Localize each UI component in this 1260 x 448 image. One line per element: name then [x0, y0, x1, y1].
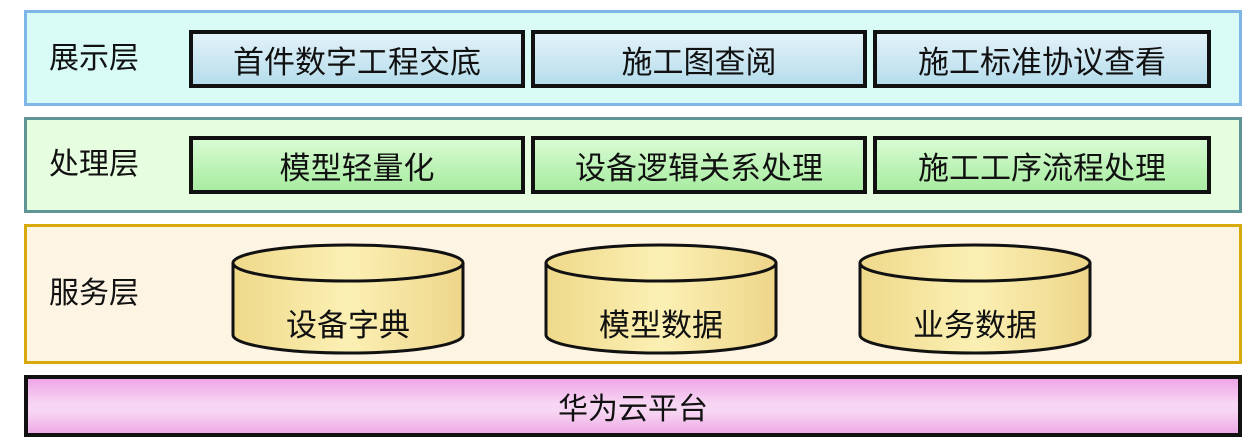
database-business-data: 业务数据 — [858, 243, 1092, 355]
database-cylinder-icon — [231, 243, 465, 355]
service-layer: 服务层 设备字典 模型数据 业务数据 — [24, 224, 1242, 364]
database-cylinder-icon — [858, 243, 1092, 355]
service-layer-label: 服务层 — [49, 276, 139, 311]
database-device-dictionary: 设备字典 — [231, 243, 465, 355]
display-layer-label: 展示层 — [49, 41, 139, 76]
database-model-data: 模型数据 — [544, 243, 778, 355]
platform-label: 华为云平台 — [558, 392, 708, 427]
database-cylinder-icon — [544, 243, 778, 355]
database-label: 设备字典 — [286, 308, 410, 344]
process-layer: 处理层 模型轻量化 设备逻辑关系处理 施工工序流程处理 — [24, 117, 1242, 213]
display-item-standard-protocol-view: 施工标准协议查看 — [873, 30, 1211, 88]
display-item-drawing-review: 施工图查阅 — [531, 30, 867, 88]
process-layer-label: 处理层 — [49, 147, 139, 182]
database-label: 模型数据 — [599, 308, 723, 344]
process-item-construction-flow: 施工工序流程处理 — [873, 136, 1211, 194]
process-item-model-lightweight: 模型轻量化 — [189, 136, 525, 194]
database-label: 业务数据 — [913, 308, 1037, 344]
display-item-first-piece-handover: 首件数字工程交底 — [189, 30, 525, 88]
display-layer: 展示层 首件数字工程交底 施工图查阅 施工标准协议查看 — [24, 10, 1242, 106]
process-item-device-logic: 设备逻辑关系处理 — [531, 136, 867, 194]
platform-layer: 华为云平台 — [24, 375, 1242, 437]
